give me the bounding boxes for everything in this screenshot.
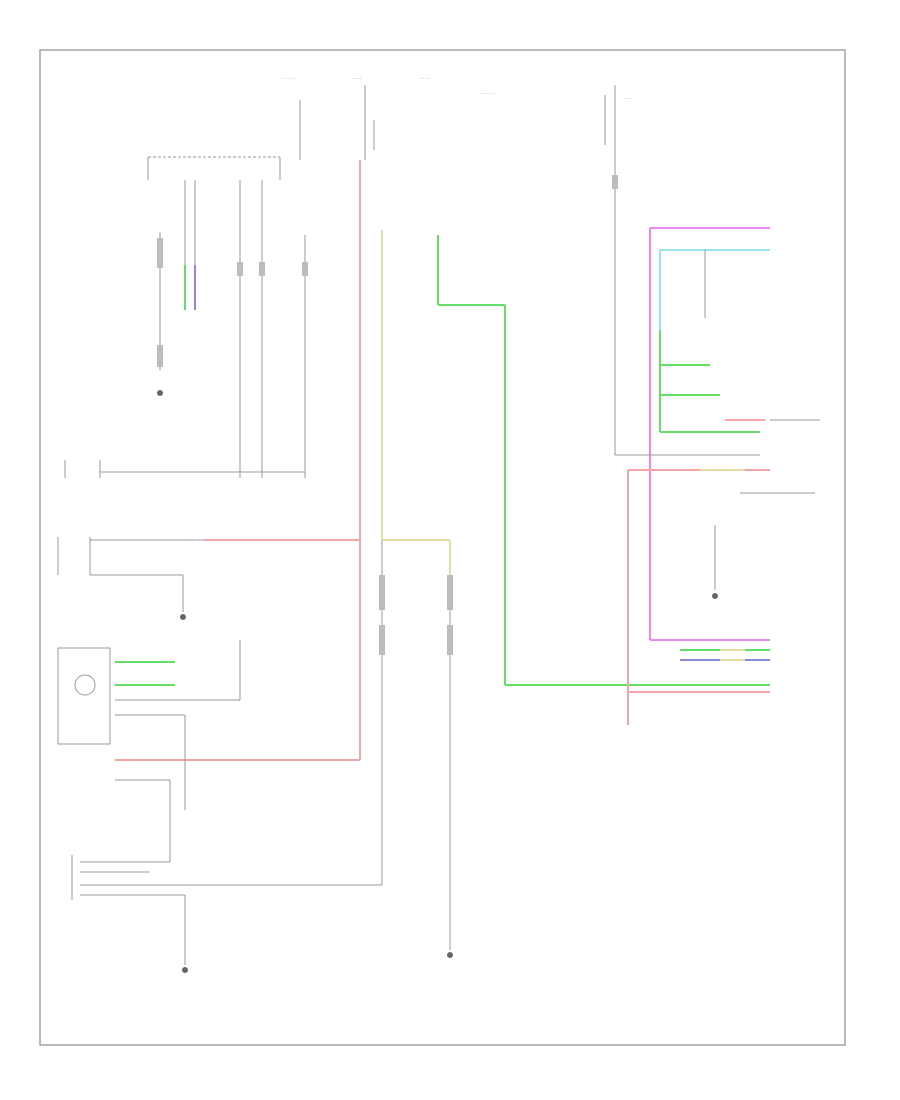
fuse-block-top: - - - - - - - - - - - - - - - - - - - xyxy=(147,76,496,180)
green-signal-wire xyxy=(437,235,770,686)
yellow-signal-wire xyxy=(379,230,453,950)
svg-text:- - -: - - - xyxy=(625,96,632,101)
control-unit-right xyxy=(615,454,815,725)
brake-vacuum-sensor xyxy=(57,537,186,620)
top-right-power-feed: - - - xyxy=(604,85,632,455)
connector-block-right xyxy=(680,649,770,661)
svg-text:- - - -: - - - - xyxy=(420,76,430,81)
svg-text:- - - -: - - - - xyxy=(352,76,362,81)
relay-module-right xyxy=(649,227,820,641)
ground-left-bottom xyxy=(182,967,188,973)
ground-right-bottom xyxy=(447,952,453,958)
left-top-branch xyxy=(64,180,308,478)
red-power-wire xyxy=(90,160,361,761)
bottom-left-connector xyxy=(71,855,382,965)
svg-text:- - - - -: - - - - - xyxy=(282,76,295,81)
diagram-frame xyxy=(39,49,846,1046)
brake-pedal-switch xyxy=(57,640,241,862)
svg-text:- - - - - -: - - - - - - xyxy=(480,91,496,96)
